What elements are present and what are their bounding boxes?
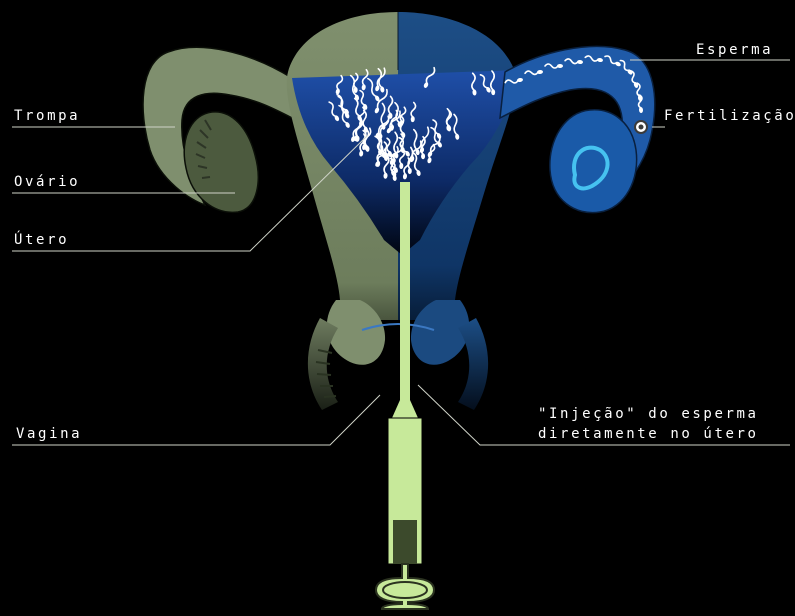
right-ovary (550, 110, 637, 213)
label-vagina: Vagina (16, 426, 82, 442)
syringe-plunger (393, 520, 417, 564)
label-injecao-line1: "Injeção" do esperma (538, 406, 759, 422)
label-ovario: Ovário (14, 174, 80, 190)
label-trompa: Trompa (14, 108, 80, 124)
egg-nucleus (639, 125, 644, 130)
label-injecao-line2: diretamente no útero (538, 426, 759, 442)
label-utero: Útero (14, 232, 69, 248)
label-fertilizacao: Fertilização (664, 108, 795, 124)
syringe-taper (392, 400, 418, 418)
label-esperma: Esperma (696, 42, 773, 58)
vagina-right (458, 318, 488, 410)
syringe-needle (400, 182, 410, 408)
